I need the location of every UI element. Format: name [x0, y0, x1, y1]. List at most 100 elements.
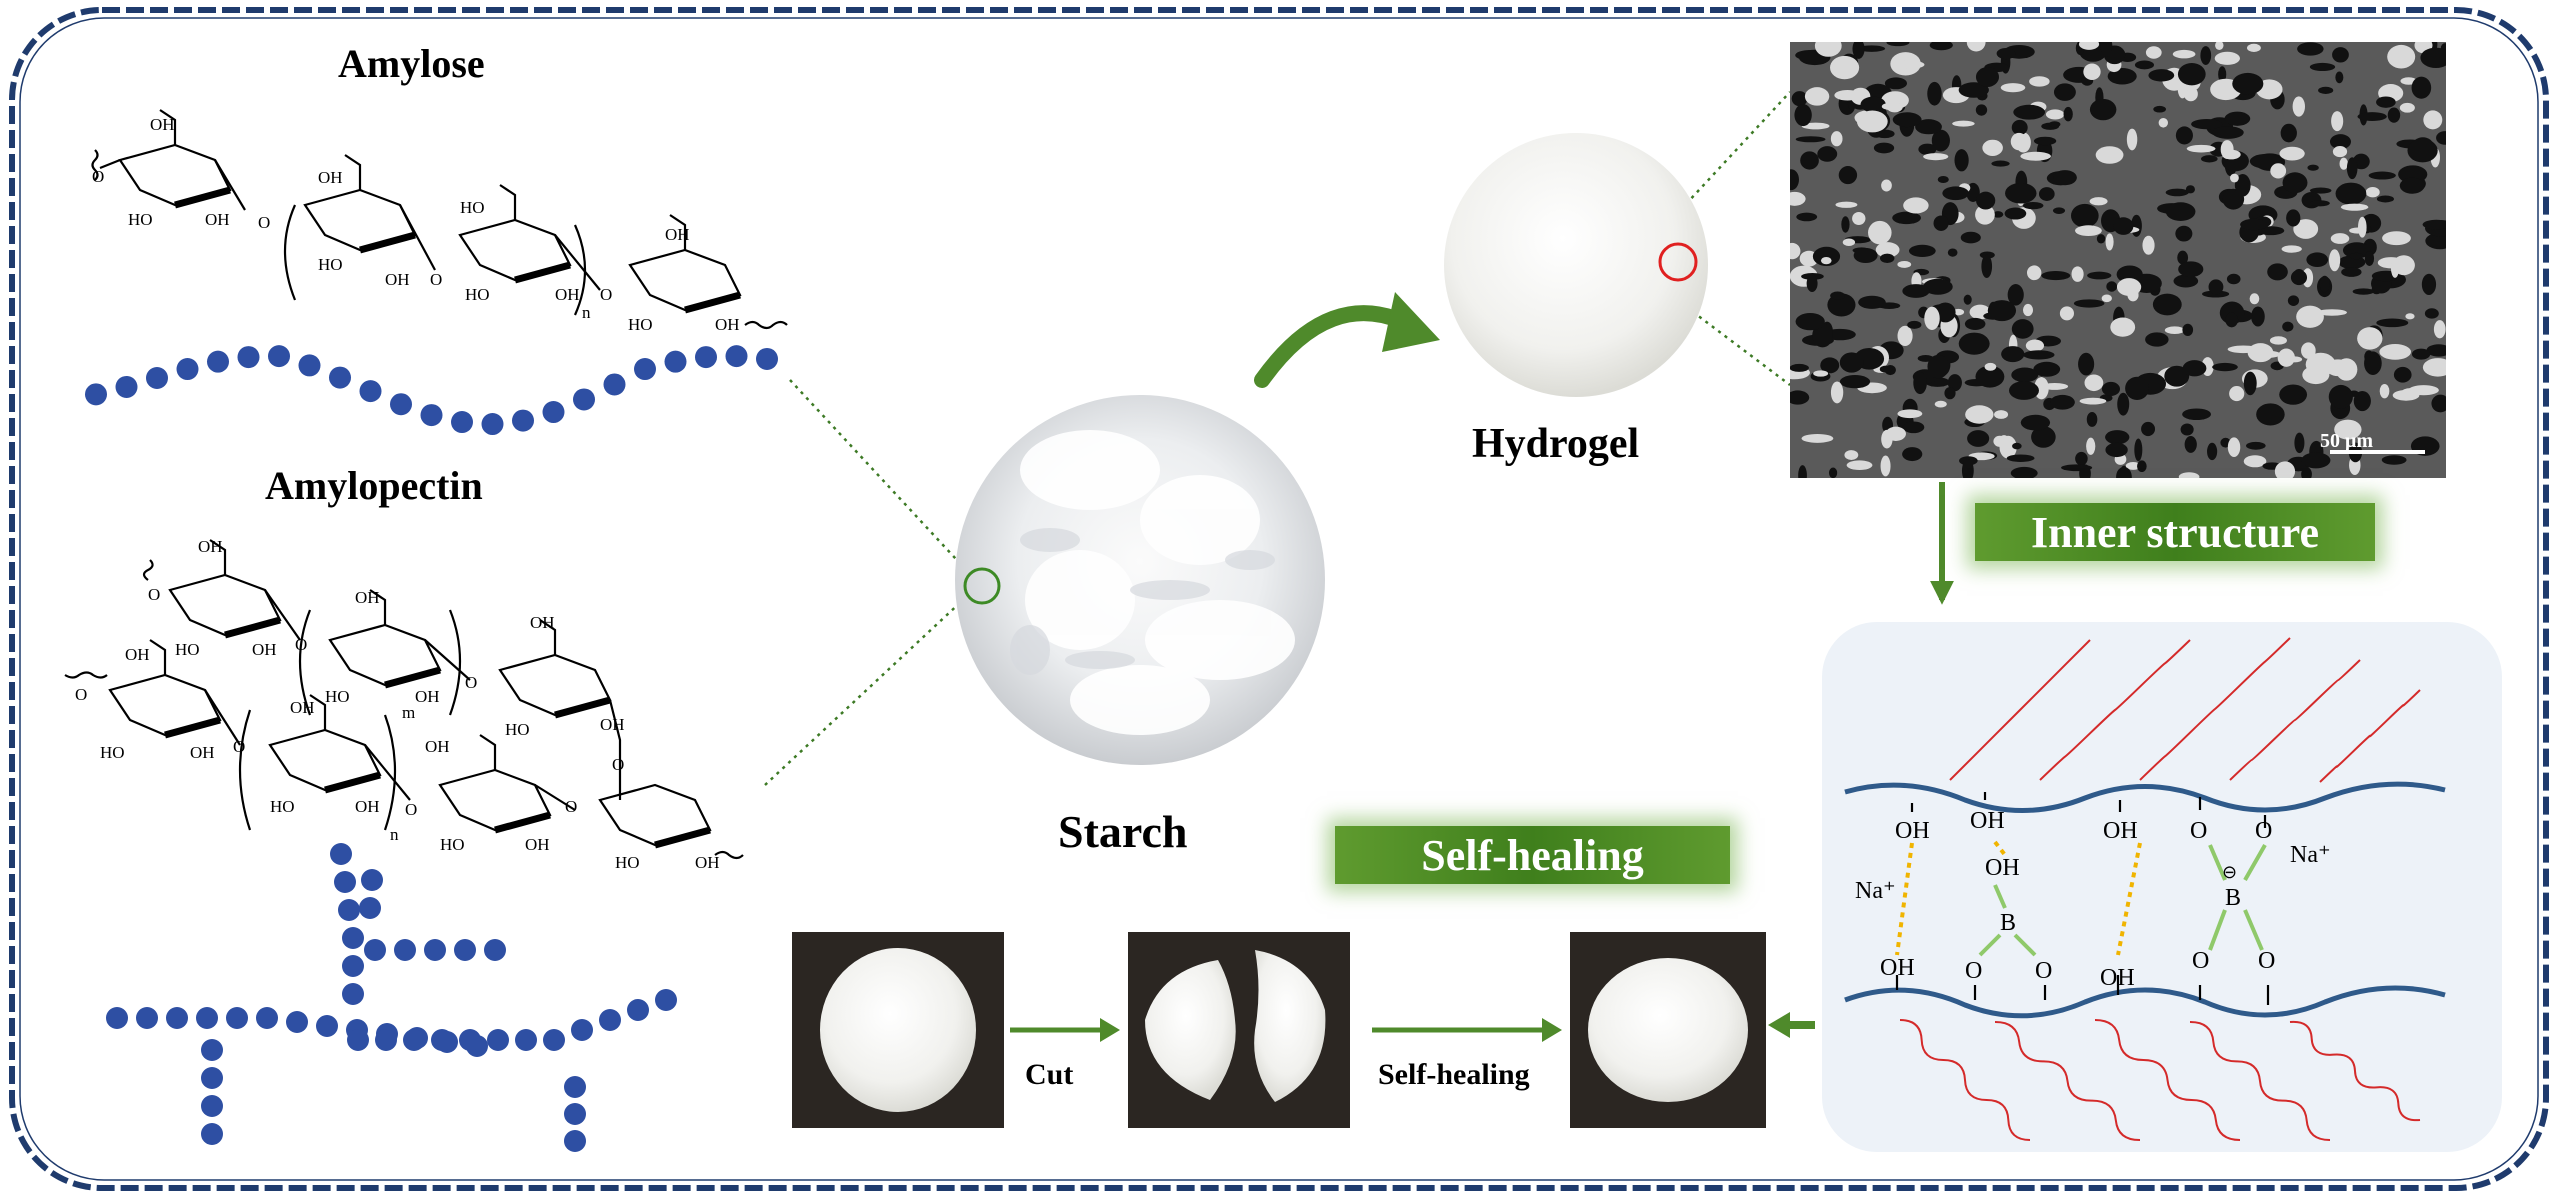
sem-pore [1813, 370, 1829, 377]
sem-pore [2227, 345, 2259, 354]
chem-label: O [75, 685, 87, 704]
sem-micrograph [1790, 42, 2446, 478]
glucose-bead [695, 346, 717, 369]
polymer-chain [2039, 639, 2191, 781]
sem-pore [2177, 250, 2189, 265]
sem-pore [2331, 111, 2344, 132]
sem-pore [2182, 323, 2194, 336]
svg-text:O: O [2190, 818, 2207, 844]
sem-pore [1991, 160, 2010, 167]
glucose-bead [146, 367, 168, 389]
sem-pore [2089, 98, 2117, 121]
sem-pore [2220, 140, 2234, 159]
sem-pore [2310, 200, 2330, 207]
sem-pore [1982, 139, 2003, 156]
crosslink-network [1844, 781, 2446, 1019]
glucose-bead [359, 897, 381, 919]
sem-pore [2212, 126, 2244, 139]
sem-pore [1892, 211, 1921, 225]
sem-pore [1923, 278, 1953, 295]
chem-label: OH [665, 225, 690, 244]
glucose-bead [329, 366, 351, 389]
sem-pore [2025, 339, 2044, 352]
sem-pore [2095, 146, 2124, 164]
chem-label: OH [125, 645, 150, 664]
sem-pore [2257, 226, 2285, 236]
sem-pore [1931, 129, 1950, 152]
sem-pore [2012, 442, 2022, 450]
sem-pore [2000, 83, 2026, 93]
sem-pore [2053, 170, 2077, 186]
glucose-bead [237, 346, 260, 369]
sem-pore [1812, 323, 1833, 348]
sem-pore [2031, 426, 2056, 448]
sem-pore [1858, 45, 1886, 52]
scale-bar-label: 50 μm [2320, 430, 2373, 452]
sem-pore [1790, 242, 1801, 260]
sem-pore [2116, 265, 2143, 284]
sem-pore [2175, 225, 2193, 242]
sem-pore [2182, 408, 2212, 421]
sem-pore [2230, 173, 2239, 183]
chem-label: OH [290, 698, 315, 717]
sem-pore [2011, 119, 2028, 136]
svg-text:OH: OH [1985, 855, 2020, 881]
sem-pore [2105, 442, 2128, 458]
sem-pore [1852, 212, 1866, 226]
sem-pore [2078, 42, 2100, 50]
sem-pore [1965, 405, 1994, 424]
glucose-bead [571, 1019, 593, 1041]
sem-pore [1852, 42, 1865, 59]
sem-pore [1987, 300, 2017, 322]
svg-text:OH: OH [2103, 818, 2138, 844]
svg-text:O: O [2192, 948, 2209, 974]
glucose-bead [599, 1009, 621, 1031]
sem-pore [1791, 91, 1808, 107]
sem-pore [1858, 295, 1886, 309]
sem-pore [2172, 49, 2196, 59]
sem-pore [1984, 362, 1997, 371]
sem-pore [1897, 409, 1923, 419]
sem-pore [1975, 204, 1995, 225]
chem-label: O [430, 270, 442, 289]
sem-pore [1804, 87, 1830, 106]
sem-pore [2379, 344, 2412, 360]
chem-label: OH [530, 613, 555, 632]
glucose-bead [268, 345, 290, 368]
sem-pore [2379, 383, 2390, 399]
chem-label: OH [385, 270, 410, 289]
sem-pore [2341, 267, 2362, 277]
glucose-bead [256, 1007, 278, 1029]
sem-pore [2309, 187, 2332, 194]
sem-pore [2309, 62, 2336, 72]
sem-pore [2079, 397, 2107, 405]
sem-pore [2281, 245, 2302, 253]
sem-pore [1814, 42, 1842, 57]
sem-pore [2328, 384, 2353, 409]
self-healing-step-label: Self-healing [1378, 1058, 1530, 1091]
chem-label: O [405, 800, 417, 819]
sem-pore [2141, 421, 2156, 437]
sem-pore [2411, 348, 2431, 360]
sem-pore [2431, 394, 2446, 413]
sem-pore [2382, 231, 2411, 246]
sem-pore [1820, 357, 1840, 374]
sem-pore [2186, 144, 2216, 153]
sem-pore [2307, 164, 2319, 171]
glucose-bead [316, 1015, 338, 1037]
sem-pore [1881, 179, 1892, 192]
sem-pore [2105, 233, 2114, 251]
chem-label: HO [505, 720, 530, 739]
glucose-bead [515, 1029, 537, 1051]
sem-pore [1902, 447, 1923, 462]
sem-pore [1924, 306, 1940, 331]
cut-label: Cut [1025, 1058, 1074, 1091]
sem-pore [1903, 197, 1929, 214]
sem-pore [2010, 466, 2038, 478]
sem-pore [2411, 76, 2432, 99]
sem-pore [2282, 321, 2294, 332]
sem-pore [1929, 42, 1953, 51]
sem-pore [1927, 81, 1942, 106]
sem-pore [1967, 430, 1990, 447]
glucose-bead [342, 955, 364, 977]
